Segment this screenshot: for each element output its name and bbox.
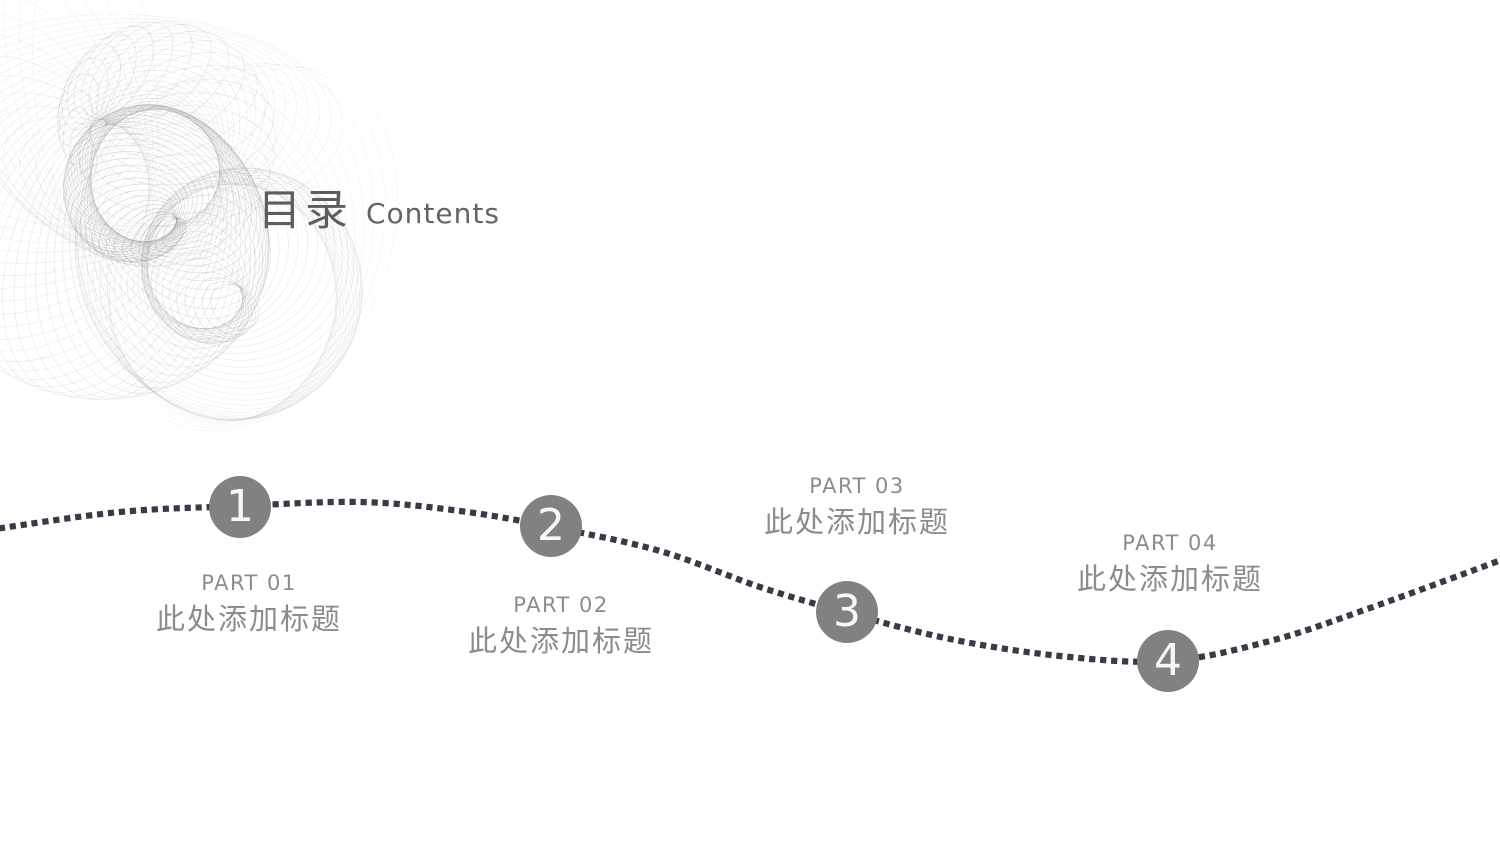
part-4-node: 4 <box>1137 630 1199 692</box>
toc-title-en: Contents <box>366 197 500 230</box>
toc-title-cn: 目录 <box>258 186 352 236</box>
part-2-node: 2 <box>520 495 582 557</box>
part-4-label: PART 04 <box>1122 531 1218 555</box>
part-4-title: 此处添加标题 <box>1076 562 1264 596</box>
slide-title: 目录 Contents <box>258 176 500 238</box>
part-2-label: PART 02 <box>513 593 609 617</box>
part-3-label: PART 03 <box>809 474 905 498</box>
part-2-label-group: PART 02 此处添加标题 <box>468 590 654 660</box>
part-3-title: 此处添加标题 <box>763 505 951 539</box>
part-1-label: PART 01 <box>201 571 297 595</box>
part-1-title: 此处添加标题 <box>155 602 343 636</box>
part-3-label-group: PART 03 此处添加标题 <box>764 471 950 541</box>
part-4-label-group: PART 04 此处添加标题 <box>1077 528 1263 598</box>
part-3-node: 3 <box>816 581 878 643</box>
part-1-node: 1 <box>209 476 271 538</box>
part-1-label-group: PART 01 此处添加标题 <box>156 568 342 638</box>
part-2-title: 此处添加标题 <box>467 624 655 658</box>
